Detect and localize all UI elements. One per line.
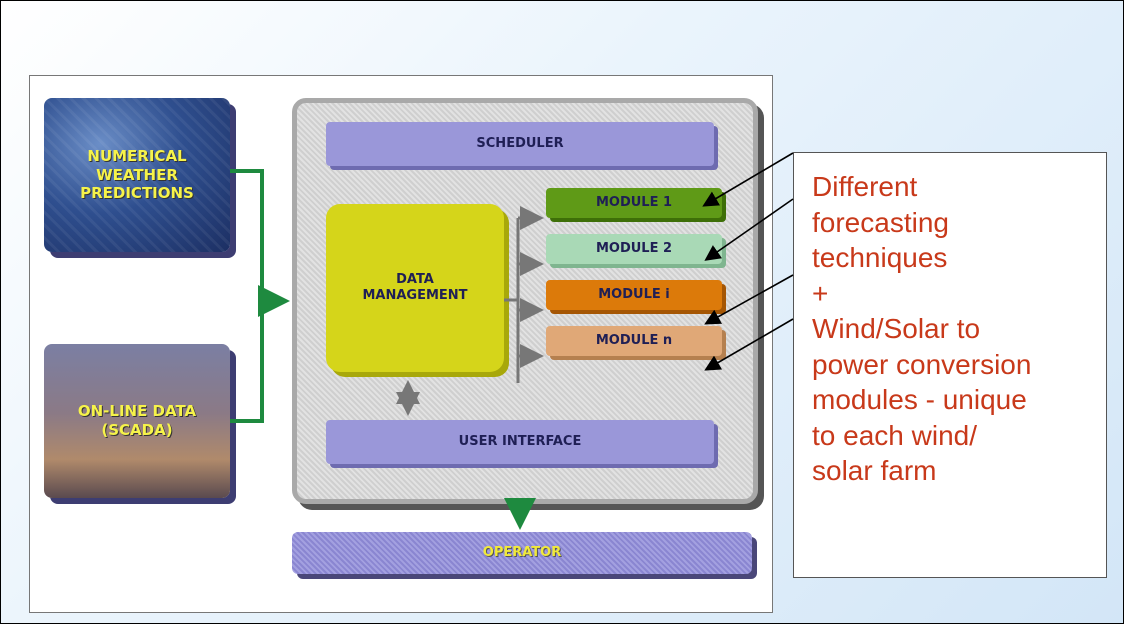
user-interface-block: USER INTERFACE [326,420,714,464]
callout-line-4: + [812,277,829,309]
scheduler-block: SCHEDULER [326,122,714,166]
module-n-block: MODULE n [546,326,722,356]
module-i-label: MODULE i [598,286,670,302]
online-data-scada-block: ON-LINE DATA (SCADA) [44,344,230,498]
scheduler-label: SCHEDULER [476,135,564,151]
weather-label-line-2: WEATHER [96,165,178,184]
callout-line-8: to each wind/ [812,419,977,451]
callout-line-5: Wind/Solar to [812,313,981,344]
callout-line-9: solar farm [812,455,937,486]
weather-predictions-block: NUMERICAL WEATHER PREDICTIONS [44,98,230,252]
weather-label-line-3: PREDICTIONS [80,184,194,203]
module-1-label: MODULE 1 [595,194,673,210]
data-management-line-2: MANAGEMENT [362,288,468,303]
callout-line-1: Different [812,171,918,202]
callout-line-6: power conversion [812,348,1032,380]
weather-label-line-1: NUMERICAL [87,146,187,165]
weather-connector [230,169,264,301]
operator-block: OPERATOR [292,532,752,574]
callout-box: Different forecasting techniques + Wind/… [793,152,1107,578]
callout-line-2: forecasting [812,206,949,238]
scada-label-line-2: (SCADA) [101,421,173,439]
scada-connector [230,301,264,423]
data-management-block: DATA MANAGEMENT [326,204,504,372]
callout-line-3: techniques [812,242,948,273]
data-management-line-1: DATA [396,271,434,287]
callout-line-7: modules - unique [812,384,1027,415]
operator-label: OPERATOR [482,544,562,560]
module-n-label: MODULE n [595,332,673,348]
scada-label-line-1: ON-LINE DATA [77,402,197,421]
module-i-block: MODULE i [546,280,722,310]
module-1-block: MODULE 1 [546,188,722,218]
module-2-label: MODULE 2 [595,240,673,256]
forecasting-system-diagram: NUMERICAL WEATHER PREDICTIONS ON-LINE DA… [29,75,773,613]
module-2-block: MODULE 2 [546,234,722,264]
user-interface-label: USER INTERFACE [458,433,582,449]
